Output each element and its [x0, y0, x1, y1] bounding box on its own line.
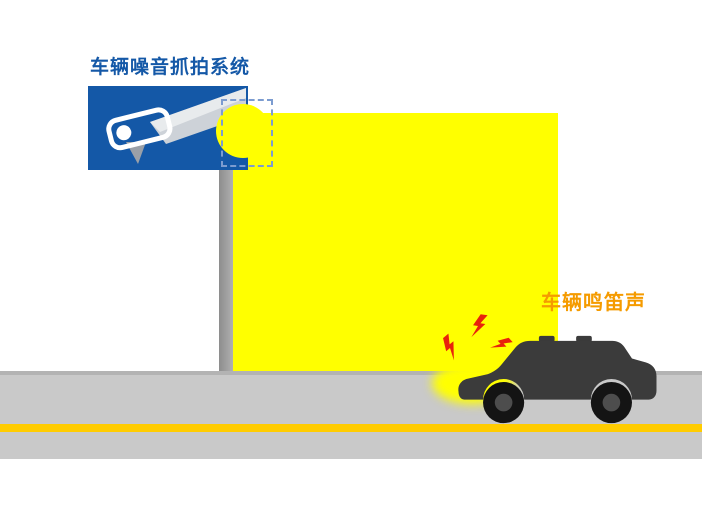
lane-line: [0, 424, 702, 432]
lightning-bolt-icon: [490, 337, 513, 348]
camera-system-label: 车辆噪音抓拍系统: [90, 57, 251, 78]
roof-rail: [576, 335, 592, 342]
horn-sparks-icons: [443, 314, 513, 361]
road-edge: [0, 371, 702, 375]
car-body: [458, 340, 657, 400]
suv-silhouette-icon: [458, 335, 657, 424]
roof-rail: [538, 335, 555, 342]
horn-sparks: [438, 314, 516, 374]
horn-sound-label: 车辆鸣笛声: [541, 292, 646, 314]
lightning-bolt-icon: [471, 314, 488, 338]
camera-lens-icon: [116, 125, 132, 141]
camera-body-group: [106, 107, 173, 151]
camera-flash-circle: [216, 104, 270, 158]
lightning-bolt-icon: [443, 333, 454, 361]
car: [452, 332, 664, 430]
front-wheel-hub: [494, 393, 513, 412]
focus-dashed-box: [221, 99, 273, 167]
camera-body: [106, 107, 173, 151]
rear-wheel-hub: [602, 393, 621, 412]
detection-zone: [233, 113, 558, 371]
